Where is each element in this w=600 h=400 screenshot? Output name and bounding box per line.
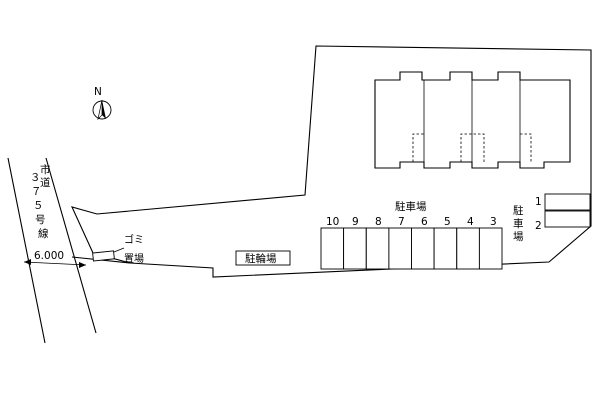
building-outline [374, 71, 571, 169]
garbage-station [92, 250, 115, 262]
road-edge-right [45, 157, 97, 334]
parking-stall [365, 227, 390, 270]
road-name: 市 道 ３ ７ ５ 号 線 [30, 163, 51, 240]
parking-number: 10 [326, 216, 339, 228]
road-name-char: ７ [31, 186, 42, 198]
side-parking-label-char: 駐 [513, 204, 524, 217]
parking-stall [320, 227, 345, 270]
bicycle-parking [235, 250, 291, 266]
north-label: N [94, 86, 102, 98]
dimension-arrow-right [79, 262, 86, 268]
parking-number: 6 [421, 216, 428, 228]
parking-stall [388, 227, 412, 270]
parking-number: 5 [444, 216, 451, 228]
side-parking-space [544, 193, 591, 211]
side-parking-number: 1 [535, 196, 542, 208]
parking-stall [411, 227, 435, 270]
entrance-outline [460, 133, 485, 162]
parking-stall [456, 227, 480, 270]
side-parking-number: 2 [535, 220, 542, 232]
parking-number: 3 [490, 216, 497, 228]
parking-stall [343, 227, 367, 270]
road-name-char: 道 [40, 176, 51, 189]
road-name-char: 号 [35, 214, 46, 226]
dimension-arrow-left [24, 259, 31, 265]
garbage-leader [113, 247, 125, 253]
entrance-outline [520, 133, 532, 162]
road-name-char: 市 [40, 163, 51, 176]
parking-number: 9 [352, 216, 359, 228]
garbage-label-line1: ゴミ [124, 233, 144, 246]
parking-number: 8 [375, 216, 382, 228]
side-parking-space [544, 210, 591, 228]
parking-number: 4 [467, 216, 474, 228]
road-name-char: ３ [30, 172, 41, 184]
parking-stall [478, 227, 503, 270]
garbage-label-line2: 置場 [124, 252, 144, 265]
parking-stalls [320, 227, 503, 270]
bicycle-parking-label: 駐輪場 [245, 252, 277, 265]
entrance-outline [412, 133, 424, 162]
road-width-label: 6.000 [34, 250, 64, 262]
road-name-char: ５ [33, 200, 44, 212]
road-edge-left [7, 157, 46, 344]
north-arrow-icon: N [92, 86, 112, 121]
parking-number: 7 [398, 216, 405, 228]
road-name-char: 線 [38, 227, 49, 240]
parking-stall-numbers: 10 9 8 7 6 5 4 3 [326, 216, 497, 228]
road-width-dimension [23, 261, 87, 266]
site-boundary [71, 45, 592, 278]
side-parking-label-char: 車 [513, 217, 524, 230]
parking-stall [433, 227, 458, 270]
side-parking-label-char: 場 [513, 230, 524, 243]
parking-label: 駐車場 [395, 200, 427, 213]
